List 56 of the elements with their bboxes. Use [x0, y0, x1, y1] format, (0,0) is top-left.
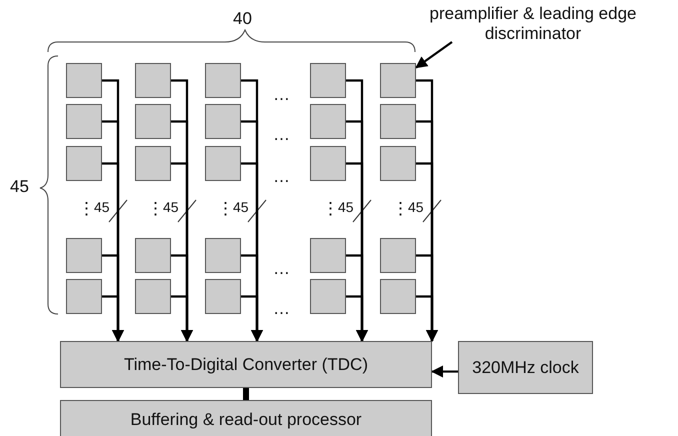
bus-width-label: 45 — [94, 198, 110, 216]
bus-width-label: 45 — [163, 198, 179, 216]
vertical-ellipsis: ⋮ — [147, 200, 164, 218]
ellipsis: … — [273, 260, 290, 278]
pixel-box — [135, 63, 171, 98]
dimension-label: 45 — [10, 178, 29, 196]
arrow — [171, 295, 193, 342]
pixel-box — [66, 238, 102, 273]
bus-width-label: 45 — [338, 198, 354, 216]
vertical-ellipsis: ⋮ — [322, 200, 339, 218]
pixel-box — [66, 279, 102, 314]
leader-line — [415, 41, 453, 69]
arrow — [416, 295, 438, 342]
pixel-box — [66, 63, 102, 98]
dimension-label: 40 — [233, 10, 252, 28]
pixel-box — [380, 146, 416, 181]
pixel-box — [310, 146, 346, 181]
pixel-box — [205, 279, 241, 314]
pixel-box — [310, 238, 346, 273]
vertical-ellipsis: ⋮ — [217, 200, 234, 218]
vertical-ellipsis: ⋮ — [78, 200, 95, 218]
pixel-box — [205, 104, 241, 139]
ellipsis: … — [273, 168, 290, 186]
pixel-box — [205, 63, 241, 98]
pixel-box — [205, 146, 241, 181]
ellipsis: … — [273, 86, 290, 104]
annotation-text: preamplifier & leading edge discriminator — [428, 4, 638, 44]
bus-width-label: 45 — [408, 198, 424, 216]
arrow — [346, 295, 368, 342]
pixel-box — [135, 279, 171, 314]
arrow — [102, 295, 124, 342]
pixel-box — [205, 238, 241, 273]
pixel-box — [135, 238, 171, 273]
pixel-box — [310, 63, 346, 98]
box-label: Time-To-Digital Converter (TDC) — [124, 354, 368, 374]
pixel-box — [66, 104, 102, 139]
arrow — [431, 366, 458, 378]
ellipsis: … — [273, 126, 290, 144]
pixel-box — [135, 104, 171, 139]
box-label: 320MHz clock — [472, 358, 579, 378]
pixel-box — [380, 104, 416, 139]
pixel-box — [310, 104, 346, 139]
box-label: Buffering & read-out processor — [130, 410, 362, 430]
bus-width-label: 45 — [233, 198, 249, 216]
pixel-box — [380, 63, 416, 98]
pixel-box — [310, 279, 346, 314]
arrow — [241, 295, 263, 342]
tdc-box — [60, 341, 432, 388]
pixel-box — [380, 238, 416, 273]
pixel-box — [380, 279, 416, 314]
processor-box — [60, 400, 432, 436]
ellipsis: … — [273, 300, 290, 318]
pixel-box — [135, 146, 171, 181]
clock-box — [458, 341, 593, 394]
vertical-ellipsis: ⋮ — [392, 200, 409, 218]
pixel-box — [66, 146, 102, 181]
